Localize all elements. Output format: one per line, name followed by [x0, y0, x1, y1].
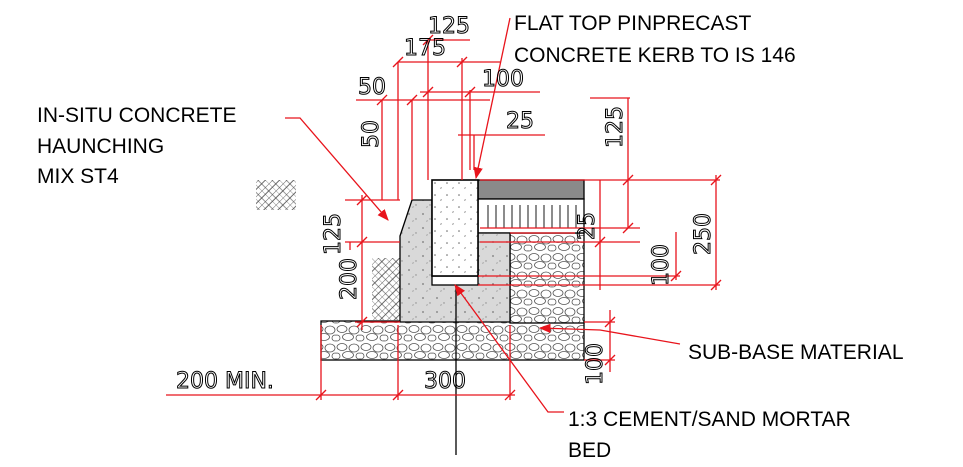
- dim-300: 300: [424, 369, 466, 394]
- kerb-label-line1: FLAT TOP PINPRECAST: [514, 12, 751, 35]
- dim-125-top: 125: [428, 14, 470, 39]
- dim-250: 250: [691, 213, 716, 255]
- subbase-leader: [538, 323, 681, 345]
- leader-lines: [285, 17, 681, 413]
- dim-125-left: 125: [321, 213, 346, 255]
- dim-175: 175: [404, 36, 446, 61]
- dim-200-left: 200: [337, 258, 362, 300]
- mortar-label-line2: BED: [568, 439, 611, 462]
- haunch-leader: [285, 117, 389, 221]
- sub-base-layer: [320, 320, 585, 361]
- dim-50-h: 50: [358, 75, 386, 100]
- dim-25-v: 25: [575, 212, 600, 240]
- dim-25-h: 25: [506, 109, 534, 134]
- road-surface-course: [477, 179, 585, 200]
- mortar-leader: [454, 284, 564, 413]
- mortar-bed: [431, 275, 479, 286]
- soil-hatch-left: [256, 180, 402, 320]
- precast-kerb: [431, 179, 479, 277]
- subbase-label: SUB-BASE MATERIAL: [688, 341, 904, 364]
- dim-100-right: 100: [649, 244, 674, 286]
- kerb-label-line2: CONCRETE KERB TO IS 146: [514, 44, 796, 67]
- kerb-leader: [473, 17, 511, 180]
- sub-base-right: [509, 232, 585, 324]
- dim-200-min: 200 MIN.: [176, 369, 274, 394]
- dim-125-right: 125: [603, 106, 628, 148]
- haunch-label-line1: IN-SITU CONCRETE: [37, 104, 237, 127]
- mortar-label-line1: 1:3 CEMENT/SAND MORTAR: [568, 408, 851, 431]
- road-base-course: [477, 198, 585, 234]
- haunch-label-line2: HAUNCHING: [37, 135, 164, 158]
- dim-100-top: 100: [482, 67, 524, 92]
- dim-100-bottom: 100: [583, 343, 608, 385]
- dim-50-v: 50: [359, 120, 384, 148]
- haunch-label-line3: MIX ST4: [37, 165, 119, 188]
- dimension-lines: [166, 34, 722, 401]
